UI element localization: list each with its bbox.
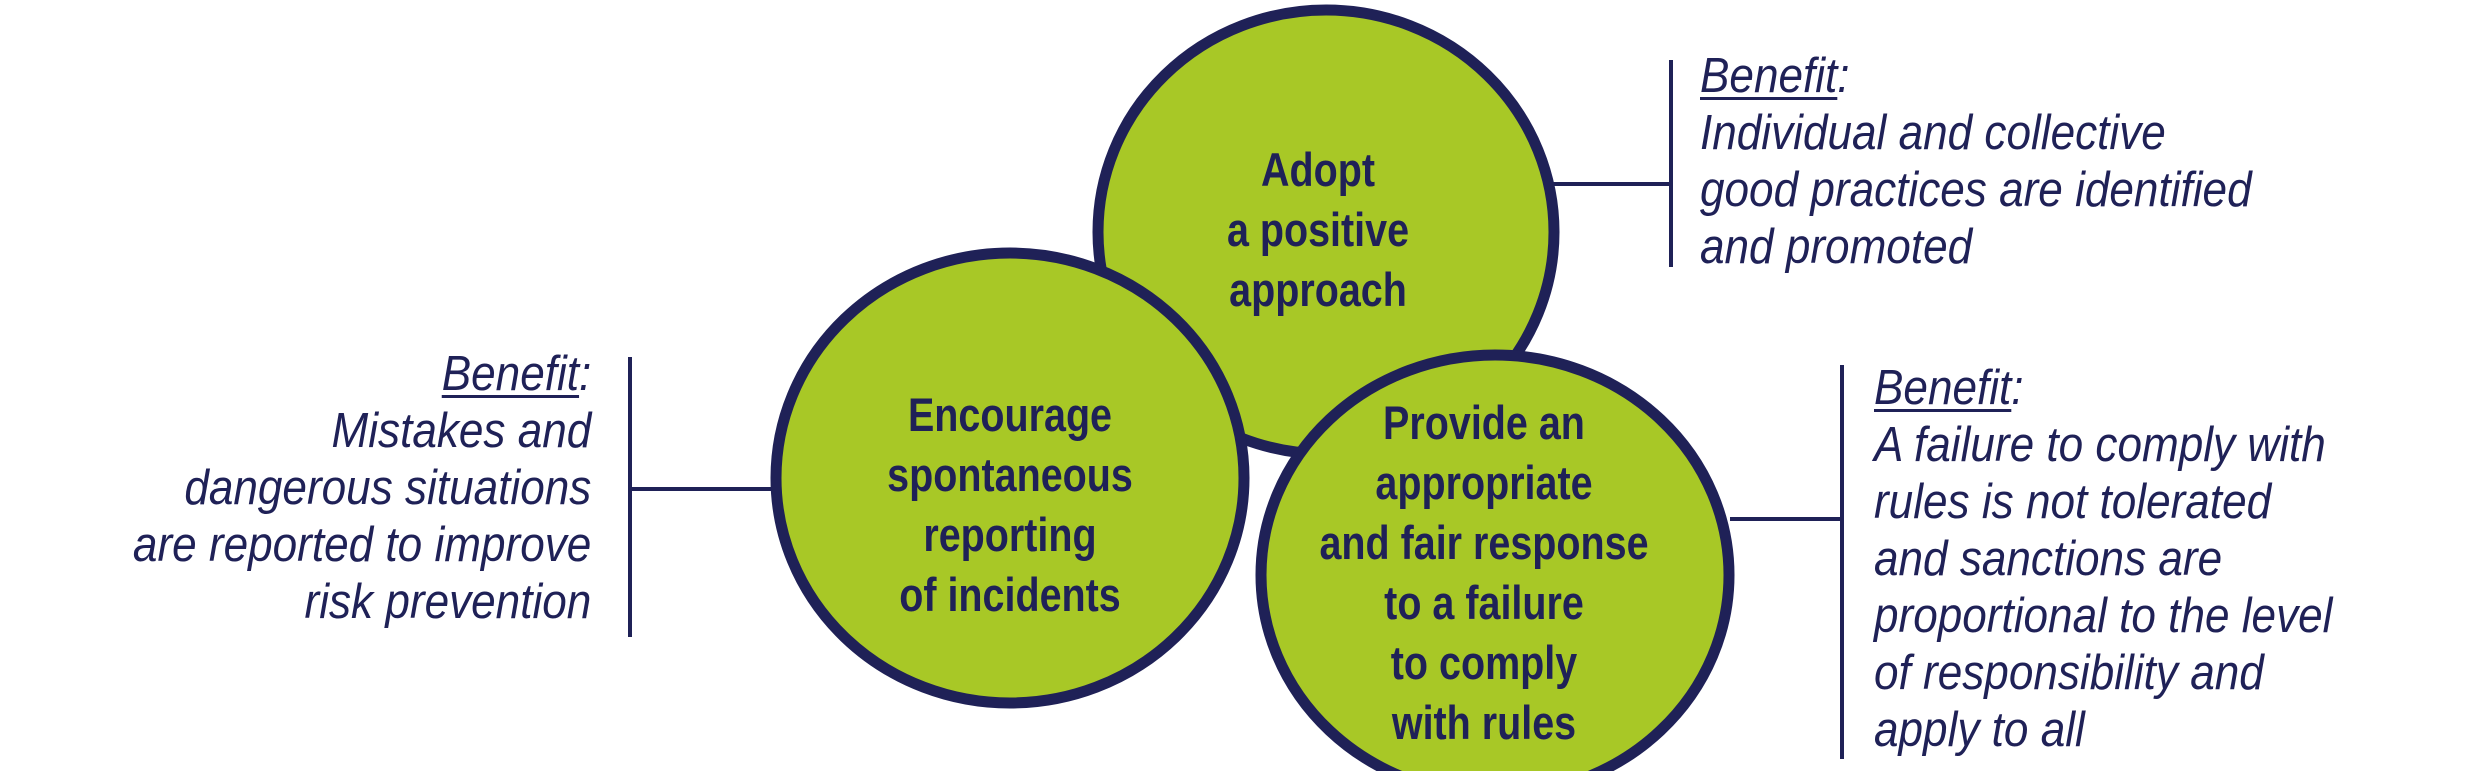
- colon: :: [578, 347, 591, 401]
- circle-text-line: of incidents: [899, 568, 1121, 621]
- benefit-heading: Benefit: [1874, 361, 2012, 415]
- benefit-line: rules is not tolerated: [1874, 475, 2272, 529]
- circle-text-line: with rules: [1391, 696, 1577, 749]
- benefit-line: proportional to the level: [1874, 589, 2333, 643]
- benefit-line: good practices are identified: [1700, 163, 2252, 217]
- circle-text-line: reporting: [923, 508, 1097, 561]
- benefit-line: are reported to improve: [132, 518, 591, 572]
- circle-right: [1255, 349, 1735, 771]
- colon: :: [1837, 49, 1850, 103]
- benefit-line: risk prevention: [304, 575, 591, 629]
- benefit-line: of responsibility and: [1874, 646, 2264, 700]
- benefit-line: Mistakes and: [331, 404, 591, 458]
- circle-text-line: to a failure: [1384, 576, 1584, 629]
- colon: :: [2011, 361, 2024, 415]
- benefit-top: Benefit: Individual and collective good …: [1700, 48, 2252, 276]
- circle-left: [770, 247, 1250, 709]
- benefit-heading-row: Benefit:: [133, 346, 591, 403]
- benefit-left: Benefit: Mistakes and dangerous situatio…: [133, 346, 591, 631]
- circle-text-line: appropriate: [1375, 456, 1593, 509]
- benefit-line: and promoted: [1700, 220, 1973, 274]
- circle-text-line: and fair response: [1319, 516, 1649, 569]
- circle-text-line: Provide an: [1383, 396, 1585, 449]
- benefit-line: Individual and collective: [1700, 106, 2166, 160]
- benefit-heading: Benefit: [1700, 49, 1838, 103]
- benefit-right: Benefit: A failure to comply with rules …: [1874, 360, 2332, 759]
- benefit-line: and sanctions are: [1874, 532, 2223, 586]
- circle-top-text: Adopt a positive approach: [1227, 140, 1409, 320]
- circle-text-line: a positive: [1226, 203, 1410, 256]
- benefit-line: apply to all: [1874, 703, 2085, 757]
- circle-text-line: spontaneous: [887, 448, 1133, 501]
- circle-text-line: Adopt: [1260, 143, 1376, 196]
- benefit-line: dangerous situations: [184, 461, 591, 515]
- circle-right-text: Provide an appropriate and fair response…: [1319, 393, 1648, 753]
- circle-text-line: Encourage: [907, 388, 1113, 441]
- circle-text-line: to comply: [1390, 636, 1578, 689]
- benefit-line: A failure to comply with: [1874, 418, 2326, 472]
- benefit-heading-row: Benefit:: [1700, 48, 2252, 105]
- benefit-heading: Benefit: [441, 347, 579, 401]
- circle-text-line: approach: [1229, 263, 1407, 316]
- circle-left-text: Encourage spontaneous reporting of incid…: [887, 385, 1133, 625]
- benefit-heading-row: Benefit:: [1874, 360, 2332, 417]
